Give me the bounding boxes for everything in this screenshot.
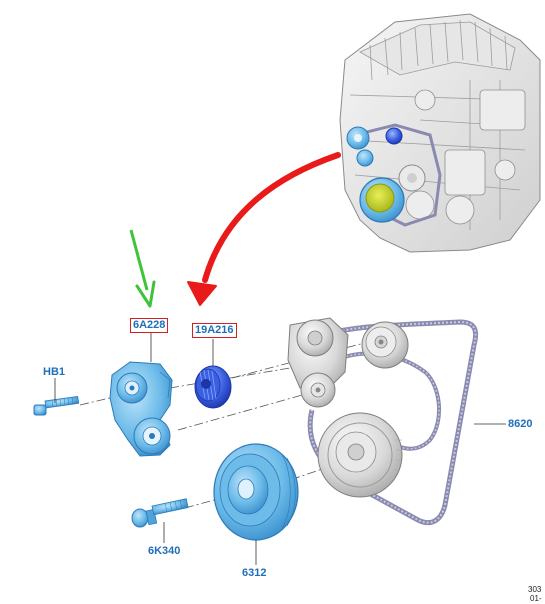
crankshaft-damper-part <box>213 443 299 541</box>
reference-sub: 01- <box>530 594 542 603</box>
damper-bolt-callout: 6K340 <box>148 545 181 557</box>
red-arrow <box>187 152 341 306</box>
leader-lines <box>54 333 506 565</box>
belt-callout: 8620 <box>508 418 533 430</box>
damper-callout: 6312 <box>242 567 267 579</box>
green-arrow <box>129 229 156 308</box>
reference-code: 303 <box>528 585 542 594</box>
tensioner-callout: 6A228 <box>130 318 169 333</box>
tensioner-bolt <box>33 395 80 416</box>
engine-idler-gray <box>361 321 409 369</box>
damper-bolt <box>131 498 189 528</box>
idler-callout: 19A216 <box>192 323 237 338</box>
idler-pulley-part <box>194 365 232 409</box>
belt-tensioner-part <box>109 361 173 457</box>
engine-tensioner-gray <box>287 317 349 408</box>
tensioner-bolt-callout: HB1 <box>43 366 66 378</box>
engine-overview-image <box>339 13 541 253</box>
crankshaft-pulley-gray <box>317 412 403 498</box>
